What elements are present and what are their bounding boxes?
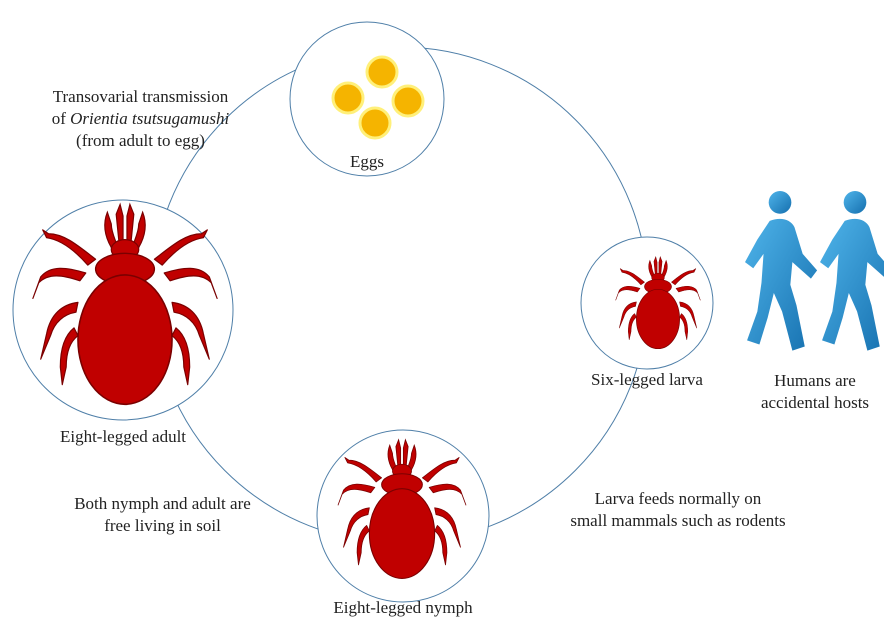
larva-feeds-note: Larva feeds normally on small mammals su… [528,488,828,532]
humans-note: Humans are accidental hosts [750,370,880,414]
transmission-note: Transovarial transmission of Orientia ts… [18,86,263,152]
free-living-note: Both nymph and adult are free living in … [30,493,295,537]
human-icon [820,191,884,351]
eggs-label: Eggs [317,151,417,173]
nymph-label: Eight-legged nymph [303,597,503,619]
human-icon [745,191,817,351]
nymph-node [317,430,489,602]
adult-node [13,200,233,420]
larva-label: Six-legged larva [572,369,722,391]
adult-label: Eight-legged adult [23,426,223,448]
larva-node [581,237,713,369]
